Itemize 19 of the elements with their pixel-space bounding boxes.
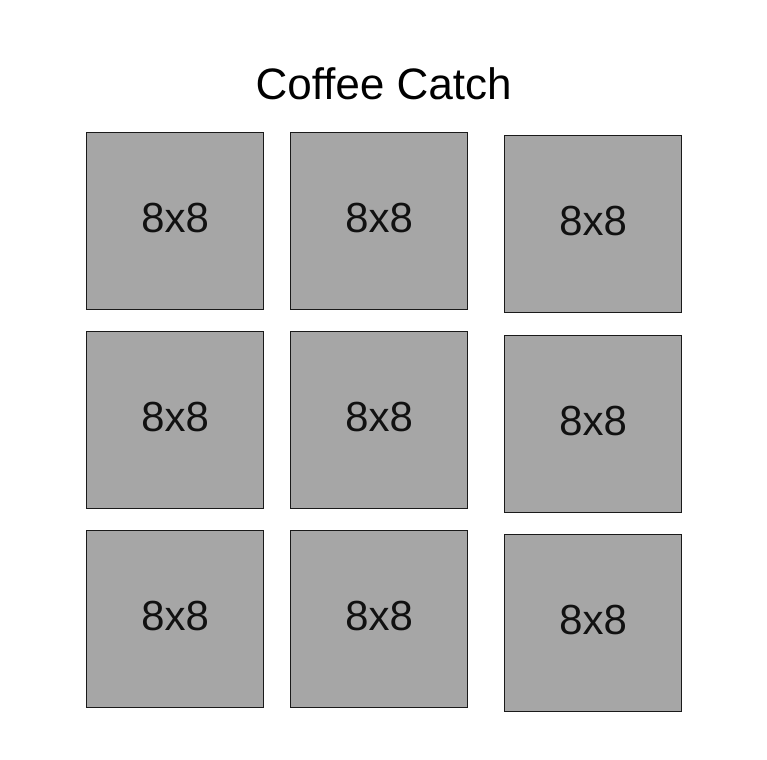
tile-label: 8x8 <box>559 596 627 644</box>
tile-box <box>86 132 264 310</box>
tile-label: 8x8 <box>345 194 413 242</box>
tile-label: 8x8 <box>559 397 627 445</box>
tile-box <box>86 331 264 509</box>
tile-label: 8x8 <box>559 197 627 245</box>
tile-label: 8x8 <box>345 393 413 441</box>
tile-label: 8x8 <box>141 393 209 441</box>
diagram-title: Coffee Catch <box>254 60 512 110</box>
tile-box <box>504 135 682 313</box>
tile-box <box>504 534 682 712</box>
tile-label: 8x8 <box>141 592 209 640</box>
tile-box <box>86 530 264 708</box>
tile-label: 8x8 <box>141 194 209 242</box>
tile-box <box>290 331 468 509</box>
tile-label: 8x8 <box>345 592 413 640</box>
tile-box <box>504 335 682 513</box>
tile-box <box>290 530 468 708</box>
tile-box <box>290 132 468 310</box>
